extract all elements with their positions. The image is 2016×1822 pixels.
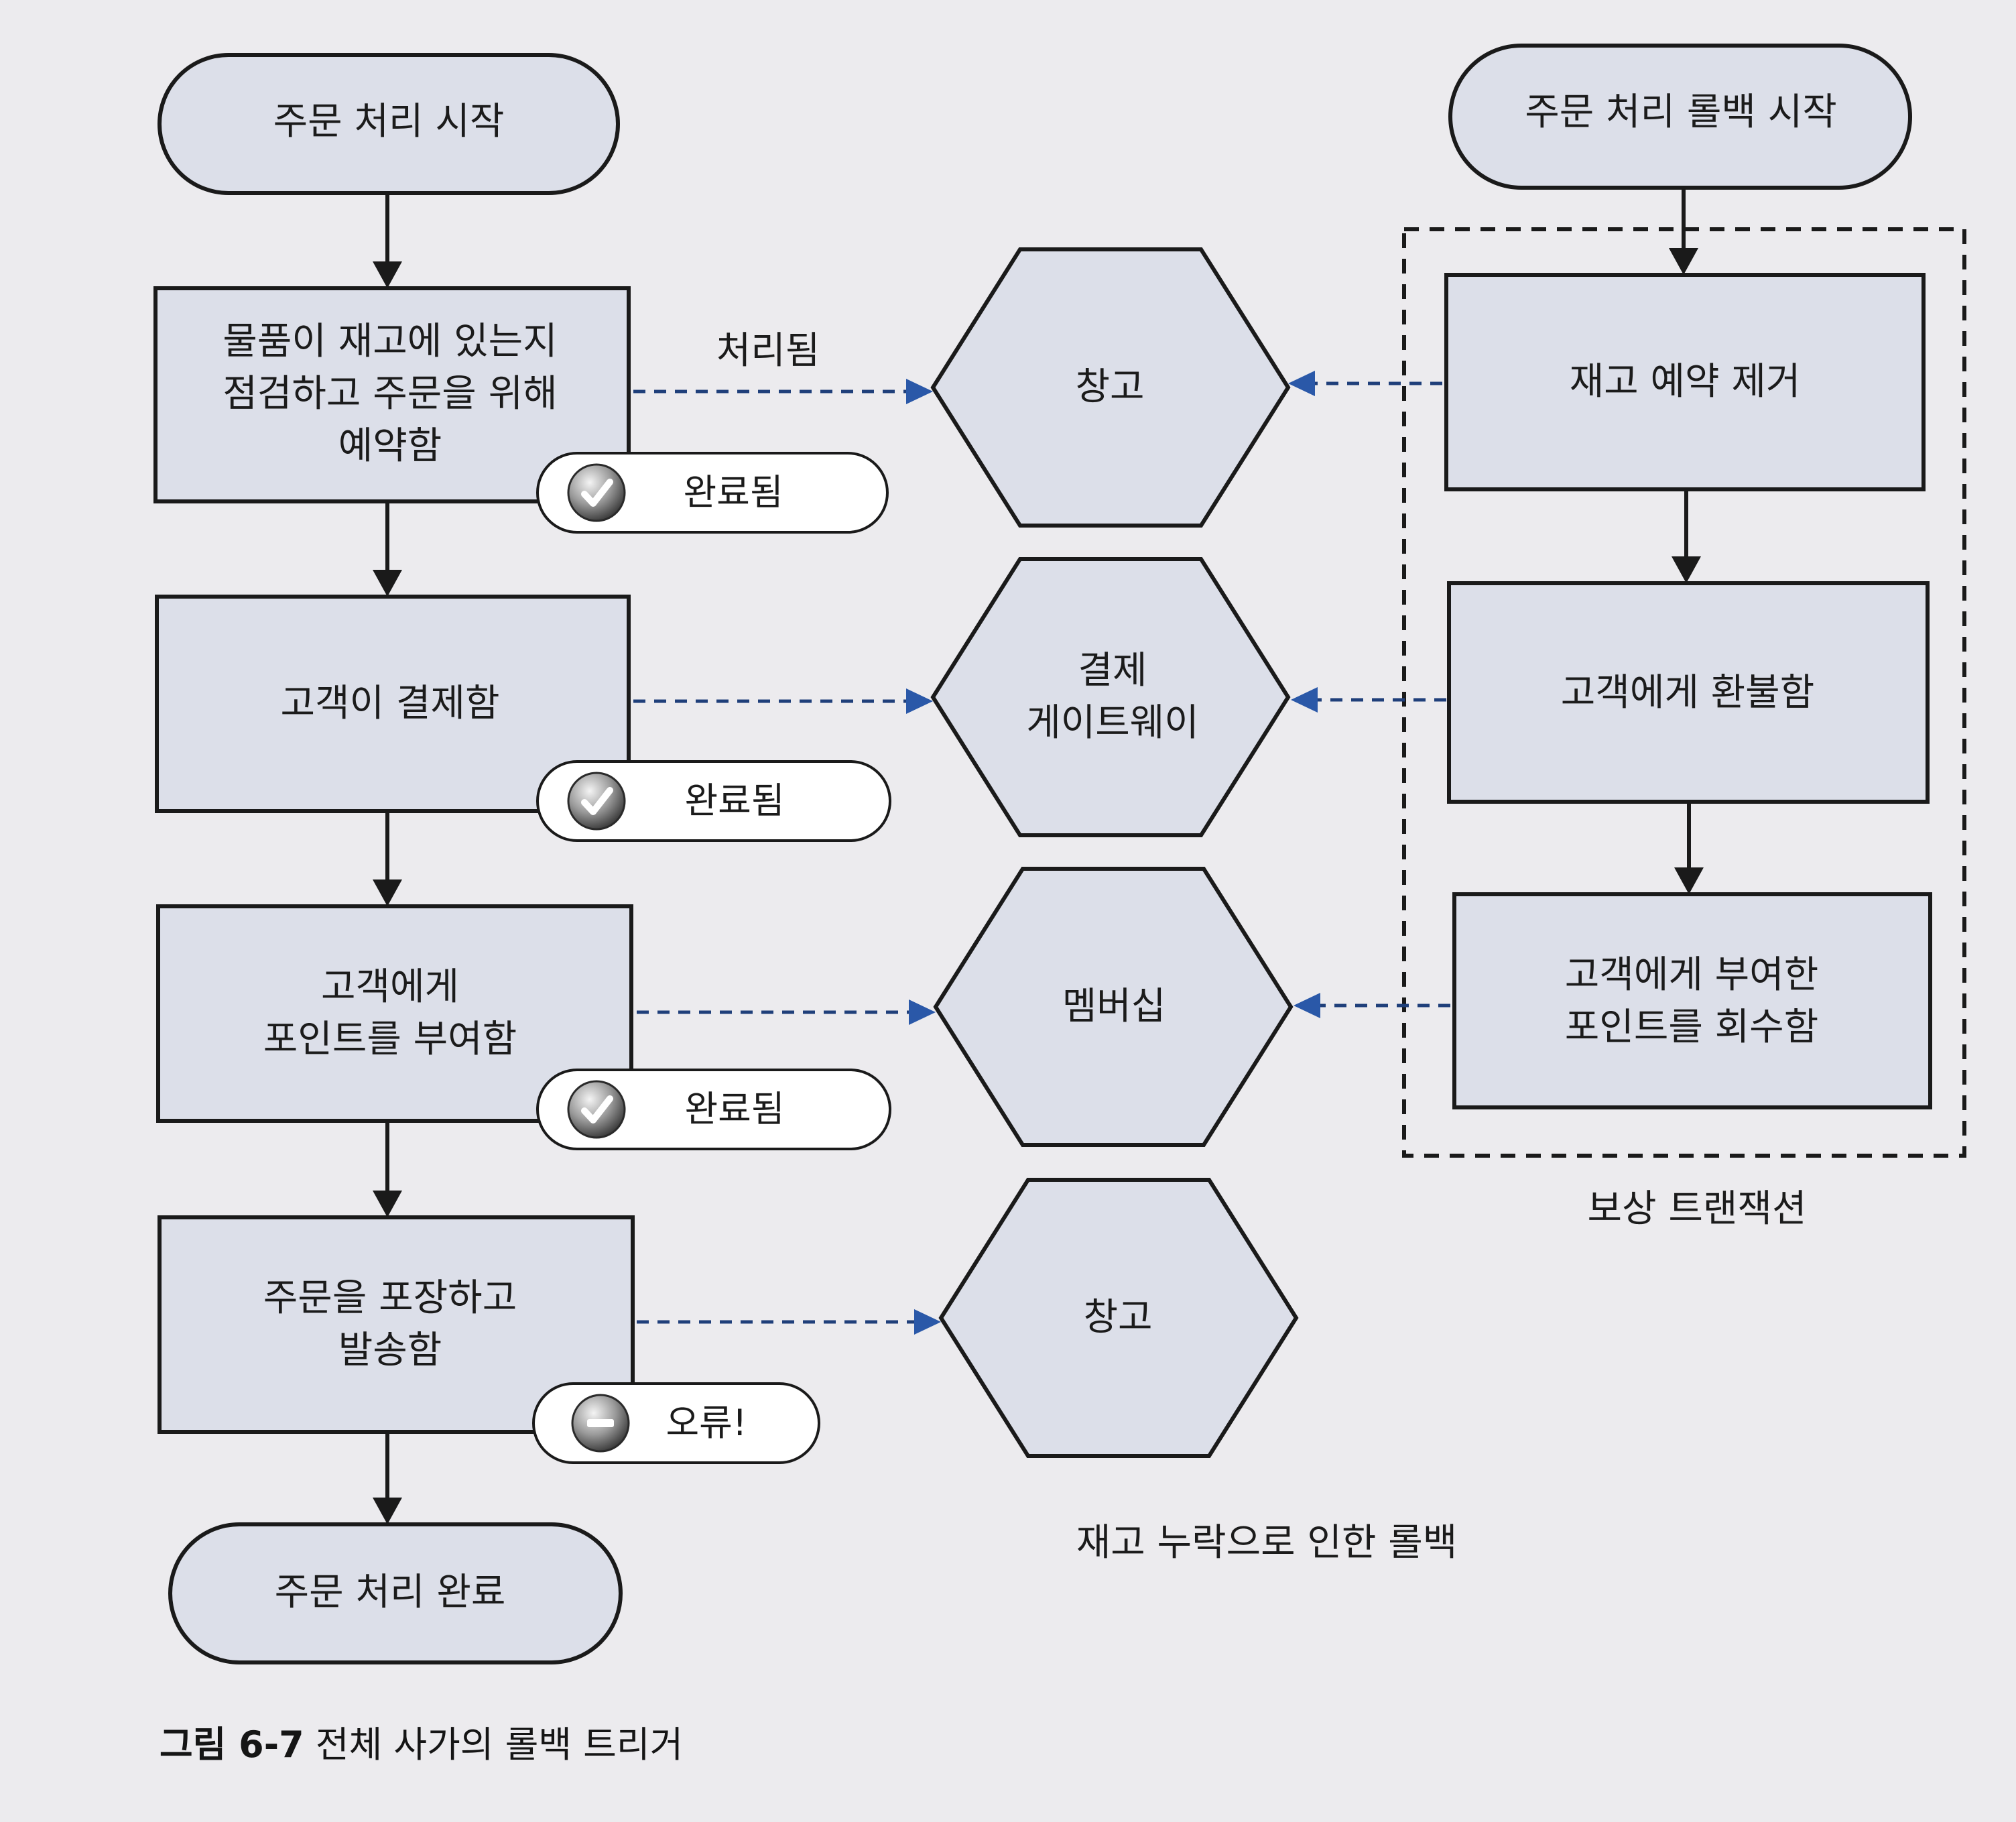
payment-gateway-hexagon <box>930 557 1291 837</box>
revoke-step-shape <box>1452 892 1932 1109</box>
processed-edge-label: 처리됨 <box>716 329 820 373</box>
release-step-shape <box>1444 273 1926 491</box>
arrowhead <box>373 1498 402 1524</box>
figure-number: 그림 6-7 <box>160 1723 304 1766</box>
rollback-start-terminal-shape <box>1448 44 1912 190</box>
arrowhead <box>1674 867 1704 894</box>
arrowhead <box>1672 556 1701 583</box>
warehouse-service-hexagon-1 <box>930 247 1291 528</box>
end-terminal-label: 주문 처리 완료 <box>274 1571 506 1614</box>
warehouse-service-hexagon-2 <box>938 1178 1299 1458</box>
ship-step-label: 주문을 포장하고 발송함 <box>263 1276 517 1372</box>
check-circle-icon <box>567 772 626 831</box>
arrowhead <box>906 688 933 714</box>
arrowhead <box>1669 248 1698 275</box>
points-step-label: 고객에게 포인트를 부여함 <box>263 965 517 1061</box>
arrowhead <box>373 879 402 906</box>
arrowhead <box>1288 371 1315 396</box>
arrowhead <box>373 570 402 597</box>
refund-step-shape <box>1447 581 1930 804</box>
status-done-label-2: 완료됨 <box>684 780 785 822</box>
status-pill-done-1 <box>536 452 889 534</box>
figure-title: 전체 사가의 롤백 트리거 <box>304 1723 684 1766</box>
release-step-label: 재고 예약 제거 <box>1569 360 1801 404</box>
arrowhead <box>909 999 936 1025</box>
membership-service-label: 멤버십 <box>1062 985 1166 1028</box>
check-circle-icon <box>567 463 626 522</box>
check-circle-icon <box>567 1080 626 1139</box>
compensating-transaction-label: 보상 트랜잭션 <box>1587 1187 1807 1231</box>
arrowhead <box>914 1309 941 1335</box>
inventory-step-label: 물품이 재고에 있는지 점검하고 주문을 위해 예약함 <box>223 320 558 468</box>
minus-circle-icon <box>571 1394 630 1453</box>
rollback-start-label: 주문 처리 롤백 시작 <box>1525 90 1837 134</box>
warehouse-service-label-2: 창고 <box>1083 1296 1153 1339</box>
membership-service-hexagon <box>933 867 1294 1147</box>
start-terminal-label: 주문 처리 시작 <box>273 100 505 143</box>
refund-step-label: 고객에게 환불함 <box>1560 671 1815 715</box>
warehouse-service-label-1: 창고 <box>1075 365 1145 409</box>
arrowhead <box>373 1191 402 1217</box>
end-terminal-shape <box>168 1522 623 1664</box>
payment-step-label: 고객이 결제함 <box>280 682 500 725</box>
revoke-step-label: 고객에게 부여한 포인트를 회수함 <box>1564 953 1819 1049</box>
arrowhead <box>373 261 402 288</box>
status-done-label-1: 완료됨 <box>683 471 783 513</box>
figure-caption: 그림 6-7 전체 사가의 롤백 트리거 <box>160 1715 683 1768</box>
status-error-label: 오류! <box>666 1402 747 1444</box>
arrowhead <box>1294 993 1320 1018</box>
status-done-label-3: 완료됨 <box>684 1088 785 1130</box>
arrowhead <box>906 379 933 404</box>
start-terminal-shape <box>158 53 620 195</box>
arrowhead <box>1291 687 1318 713</box>
status-pill-done-2 <box>536 760 891 842</box>
payment-gateway-label: 결제 게이트웨이 <box>1026 649 1199 745</box>
status-pill-done-3 <box>536 1069 891 1150</box>
rollback-reason-label: 재고 누락으로 인한 롤백 <box>1076 1521 1458 1565</box>
